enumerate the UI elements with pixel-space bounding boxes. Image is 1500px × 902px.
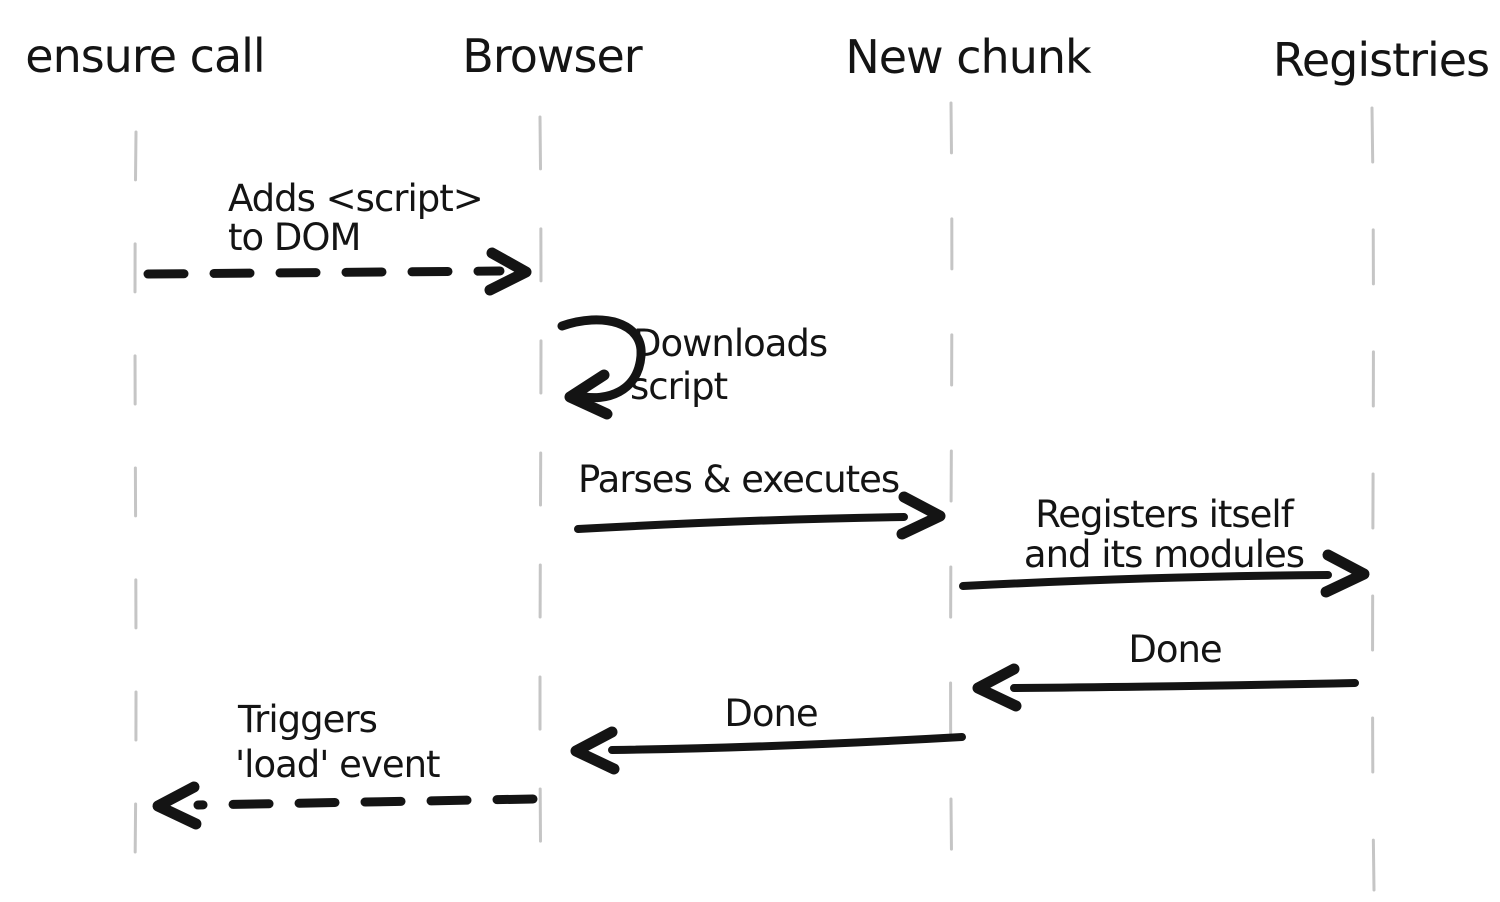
message-done-registries-label: Done bbox=[1128, 628, 1221, 671]
actor-label-ensure-call: ensure call bbox=[25, 29, 264, 83]
lifelines bbox=[133, 101, 1376, 895]
message-done-registries-arrow bbox=[1010, 679, 1359, 692]
message-adds-script: Adds <script> to DOM bbox=[143, 177, 532, 296]
message-adds-script-label-line1: Adds <script> bbox=[228, 177, 483, 220]
actor-label-browser: Browser bbox=[462, 29, 642, 83]
lifeline-browser bbox=[538, 115, 543, 895]
message-parses-executes-arrow bbox=[574, 513, 908, 533]
message-done-registries: Done bbox=[972, 628, 1359, 712]
message-parses-executes-label: Parses & executes bbox=[578, 458, 899, 501]
message-triggers-load-label-line2: 'load' event bbox=[235, 743, 440, 786]
message-triggers-load-arrowhead-left bbox=[152, 781, 202, 830]
message-registers-itself-label-line2: and its modules bbox=[1024, 533, 1304, 576]
message-downloads-script: Downloads script bbox=[557, 315, 828, 420]
message-adds-script-label-line2: to DOM bbox=[228, 216, 360, 259]
message-done-chunk-label: Done bbox=[724, 692, 817, 735]
actor-labels: ensure call Browser New chunk Registries bbox=[25, 29, 1490, 87]
message-registers-itself-arrowhead-right bbox=[1320, 549, 1370, 598]
message-done-registries-arrowhead-left bbox=[972, 663, 1022, 712]
message-done-chunk-arrow bbox=[608, 733, 966, 754]
message-parses-executes-arrowhead-right bbox=[896, 491, 946, 540]
lifeline-registries bbox=[1370, 106, 1376, 892]
message-downloads-script-label-line2: script bbox=[630, 365, 728, 408]
message-downloads-script-label-line1: Downloads bbox=[633, 322, 827, 365]
message-triggers-load-label-line1: Triggers bbox=[237, 698, 377, 741]
message-adds-script-arrowhead-right bbox=[484, 247, 532, 296]
message-downloads-script-loop bbox=[557, 315, 646, 403]
message-downloads-script-arrowhead-left bbox=[564, 369, 613, 420]
message-adds-script-arrow bbox=[143, 266, 505, 279]
message-done-chunk-arrowhead-left bbox=[570, 726, 620, 775]
message-done-chunk: Done bbox=[570, 692, 966, 775]
message-registers-itself-arrow bbox=[959, 571, 1332, 590]
message-triggers-load-arrow bbox=[193, 794, 538, 810]
actor-label-registries: Registries bbox=[1273, 33, 1489, 87]
message-registers-itself: Registers itself and its modules bbox=[959, 493, 1370, 598]
lifeline-new-chunk bbox=[949, 101, 954, 892]
actor-label-new-chunk: New chunk bbox=[845, 30, 1092, 84]
message-registers-itself-label-line1: Registers itself bbox=[1035, 493, 1294, 536]
lifeline-ensure-call bbox=[133, 130, 138, 870]
message-triggers-load: Triggers 'load' event bbox=[152, 698, 538, 830]
message-parses-executes: Parses & executes bbox=[574, 458, 946, 540]
